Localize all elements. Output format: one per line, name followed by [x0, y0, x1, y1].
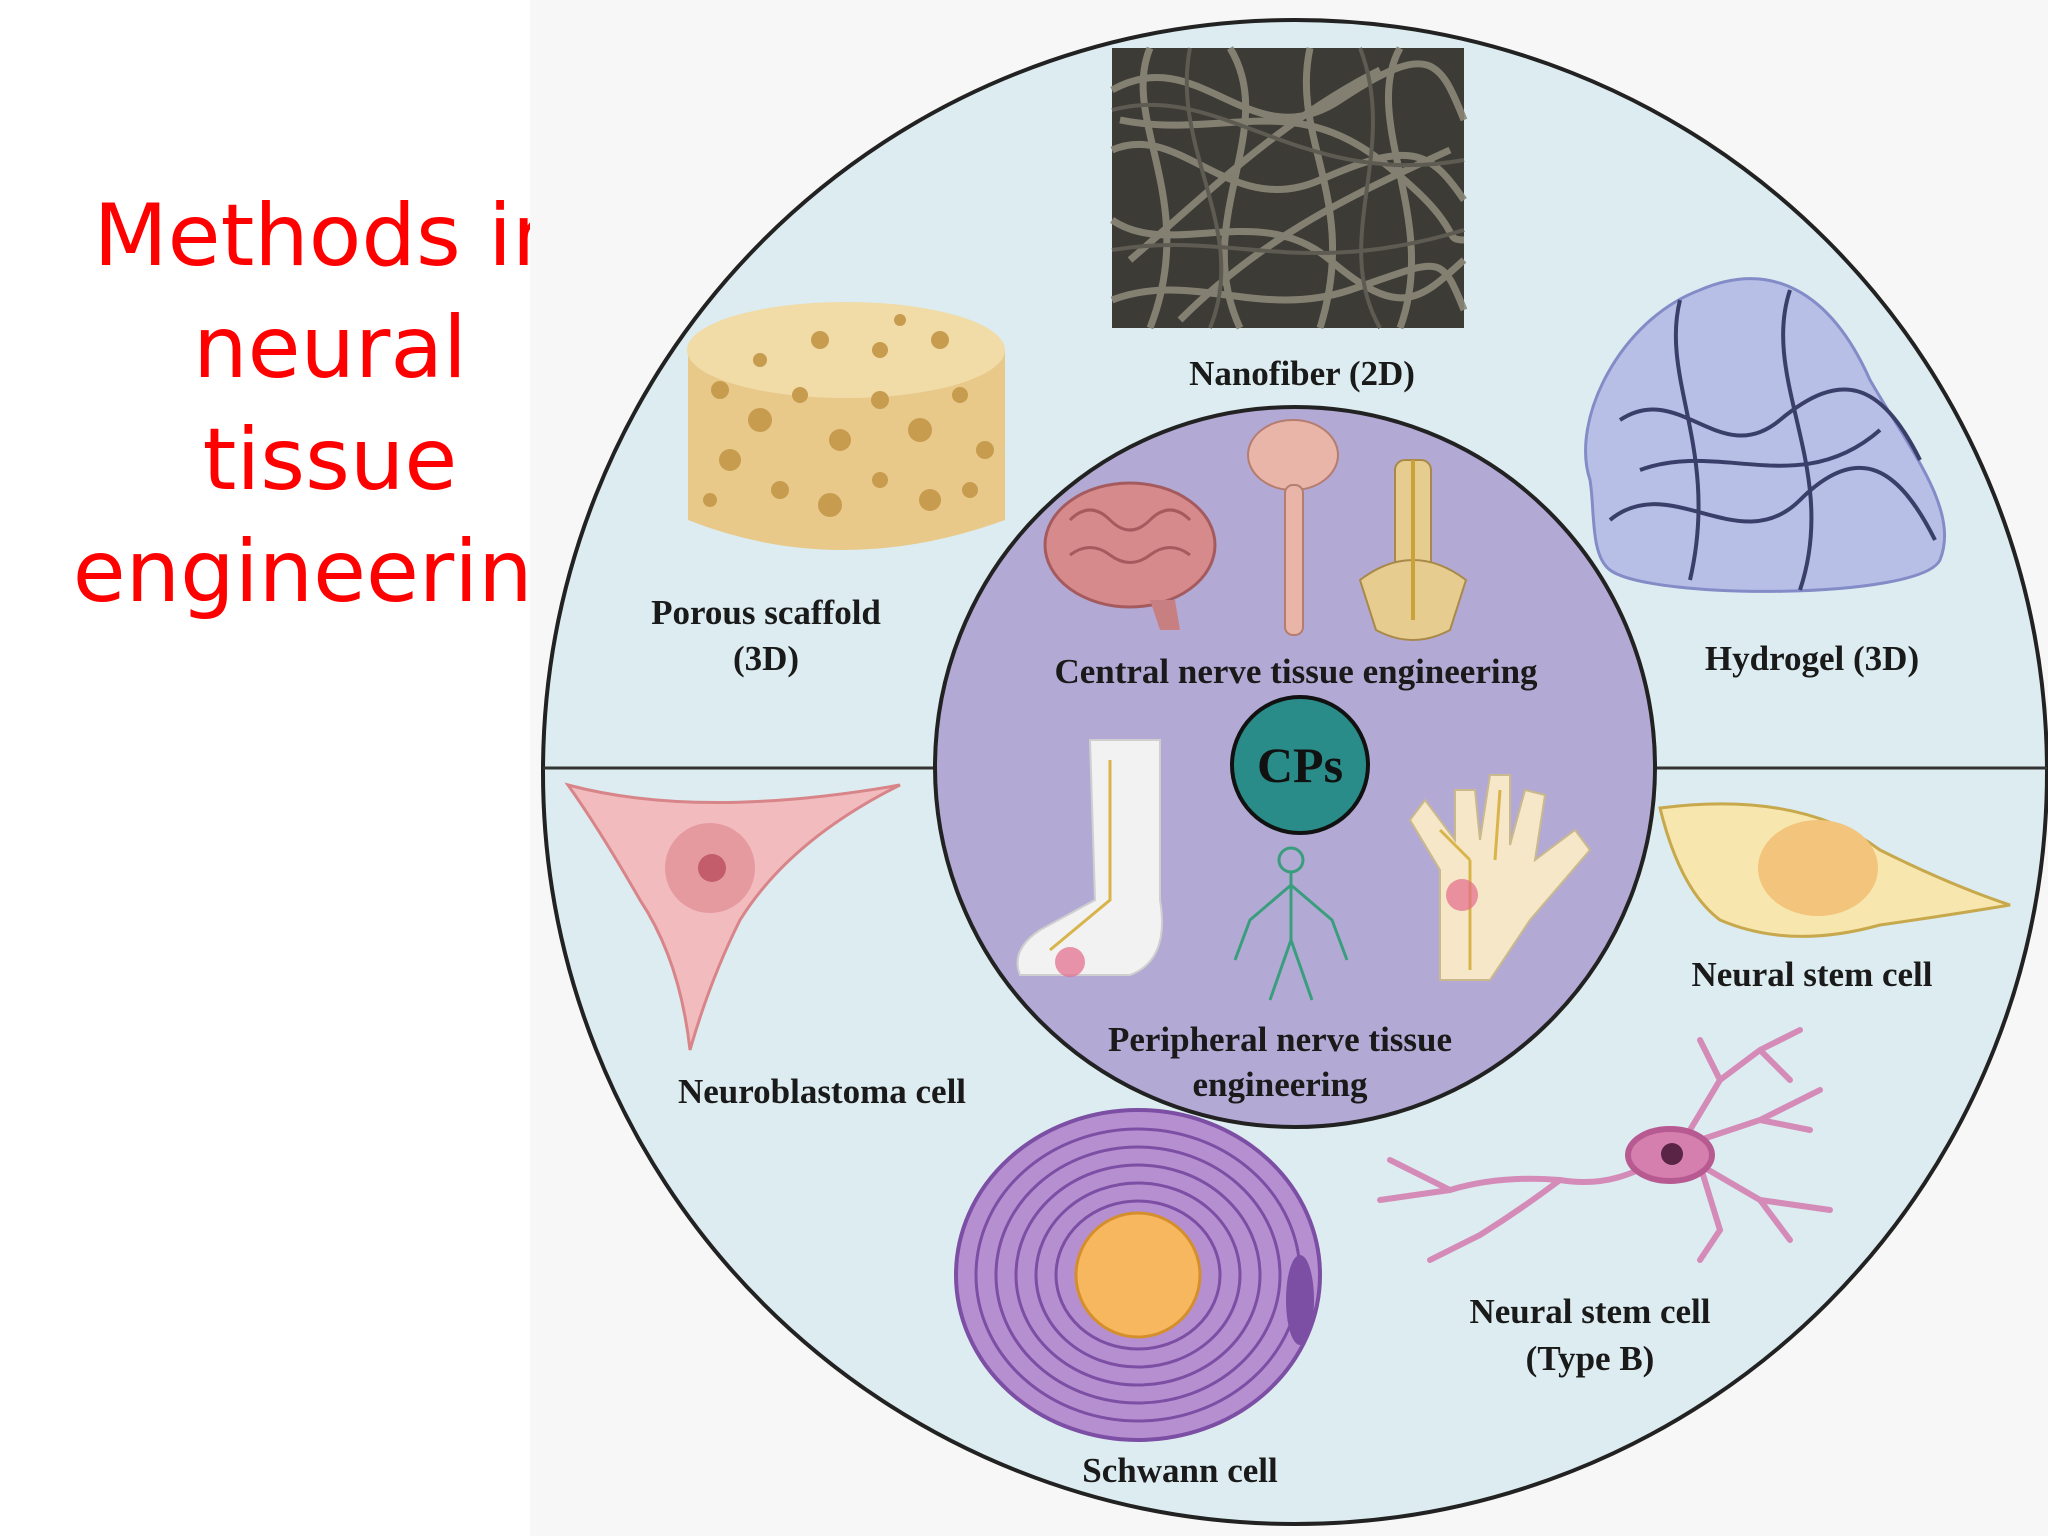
nanofiber-image — [1110, 46, 1468, 330]
peripheral-nerve-label-line1: Peripheral nerve tissue — [1108, 1020, 1452, 1059]
porous-scaffold-image — [687, 302, 1005, 550]
foot-icon — [1016, 739, 1163, 977]
spinal-cord-icon — [1247, 419, 1339, 636]
hand-icon — [1408, 774, 1592, 981]
nanofiber-label: Nanofiber (2D) — [1189, 354, 1415, 393]
neural-stem-cell-type-b-label-line1: Neural stem cell — [1469, 1292, 1710, 1331]
neuroblastoma-cell-image — [564, 782, 901, 1051]
hydrogel-image — [1584, 277, 1946, 593]
porous-scaffold-label-line1: Porous scaffold — [651, 593, 881, 632]
neural-stem-cell-type-b-label-line2: (Type B) — [1526, 1339, 1655, 1378]
neural-tissue-engineering-diagram: Nanofiber (2D) Porous scaffold (3D) Hydr… — [541, 18, 2048, 1526]
schwann-cell-image — [954, 1108, 1322, 1442]
central-nerve-label: Central nerve tissue engineering — [1054, 652, 1538, 691]
spine-icon — [1358, 459, 1468, 641]
brain-icon — [1043, 481, 1217, 630]
nervous-system-icon — [1233, 846, 1349, 1001]
neural-stem-cell-type-b-image — [1377, 1027, 1833, 1263]
slide-title: Methods in neural tissue engineering — [72, 186, 588, 622]
neural-stem-cell-image — [1658, 802, 2011, 938]
hydrogel-label: Hydrogel (3D) — [1705, 639, 1919, 678]
neuroblastoma-label: Neuroblastoma cell — [678, 1072, 966, 1111]
cps-circle — [1230, 695, 1370, 835]
diagram-panel: Nanofiber (2D) Porous scaffold (3D) Hydr… — [530, 0, 2048, 1536]
neural-stem-cell-label: Neural stem cell — [1691, 955, 1932, 994]
schwann-cell-label: Schwann cell — [1082, 1451, 1278, 1490]
cps-label: CPs — [1257, 737, 1343, 793]
porous-scaffold-label-line2: (3D) — [733, 639, 799, 678]
peripheral-nerve-label-line2: engineering — [1193, 1065, 1368, 1104]
